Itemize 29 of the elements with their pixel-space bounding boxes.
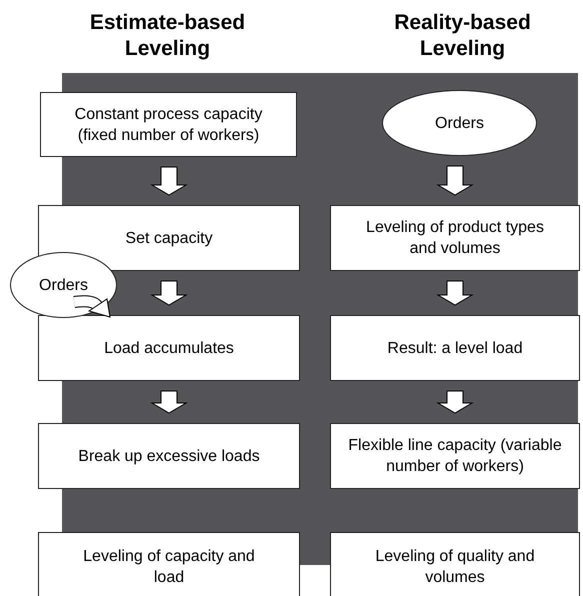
node-text: Constant process capacity (fixed number of workers) xyxy=(74,104,264,146)
block-arrow xyxy=(150,166,188,196)
node-text: Leveling of capacity and load xyxy=(82,547,256,588)
block-arrow xyxy=(150,280,188,306)
node-text: Orders xyxy=(39,276,88,296)
process-box xyxy=(330,315,580,381)
curved-arrow xyxy=(74,295,111,318)
block-arrow xyxy=(436,390,474,414)
node-text: Orders xyxy=(435,114,484,134)
process-box xyxy=(38,532,300,596)
process-box xyxy=(38,423,300,489)
node-text: Break up excessive loads xyxy=(78,446,260,466)
process-box xyxy=(330,423,580,489)
node-text: Result: a level load xyxy=(387,338,523,358)
column-heading: Reality-based Leveling xyxy=(393,10,532,62)
node-text: Leveling of product types and volumes xyxy=(365,218,545,259)
node-text: Set capacity xyxy=(125,228,213,248)
process-box xyxy=(40,92,297,157)
process-box xyxy=(330,532,580,596)
block-arrow xyxy=(436,280,474,306)
process-box xyxy=(38,315,300,381)
block-arrow xyxy=(150,390,188,414)
process-box xyxy=(38,205,300,271)
node-text: Load accumulates xyxy=(104,338,234,358)
block-arrow xyxy=(436,166,474,196)
process-box xyxy=(330,205,580,271)
column-heading: Estimate-based Leveling xyxy=(88,10,246,62)
node-text: Leveling of quality and volumes xyxy=(374,547,536,588)
node-text: Flexible line capacity (variable number of workers) xyxy=(347,436,563,477)
